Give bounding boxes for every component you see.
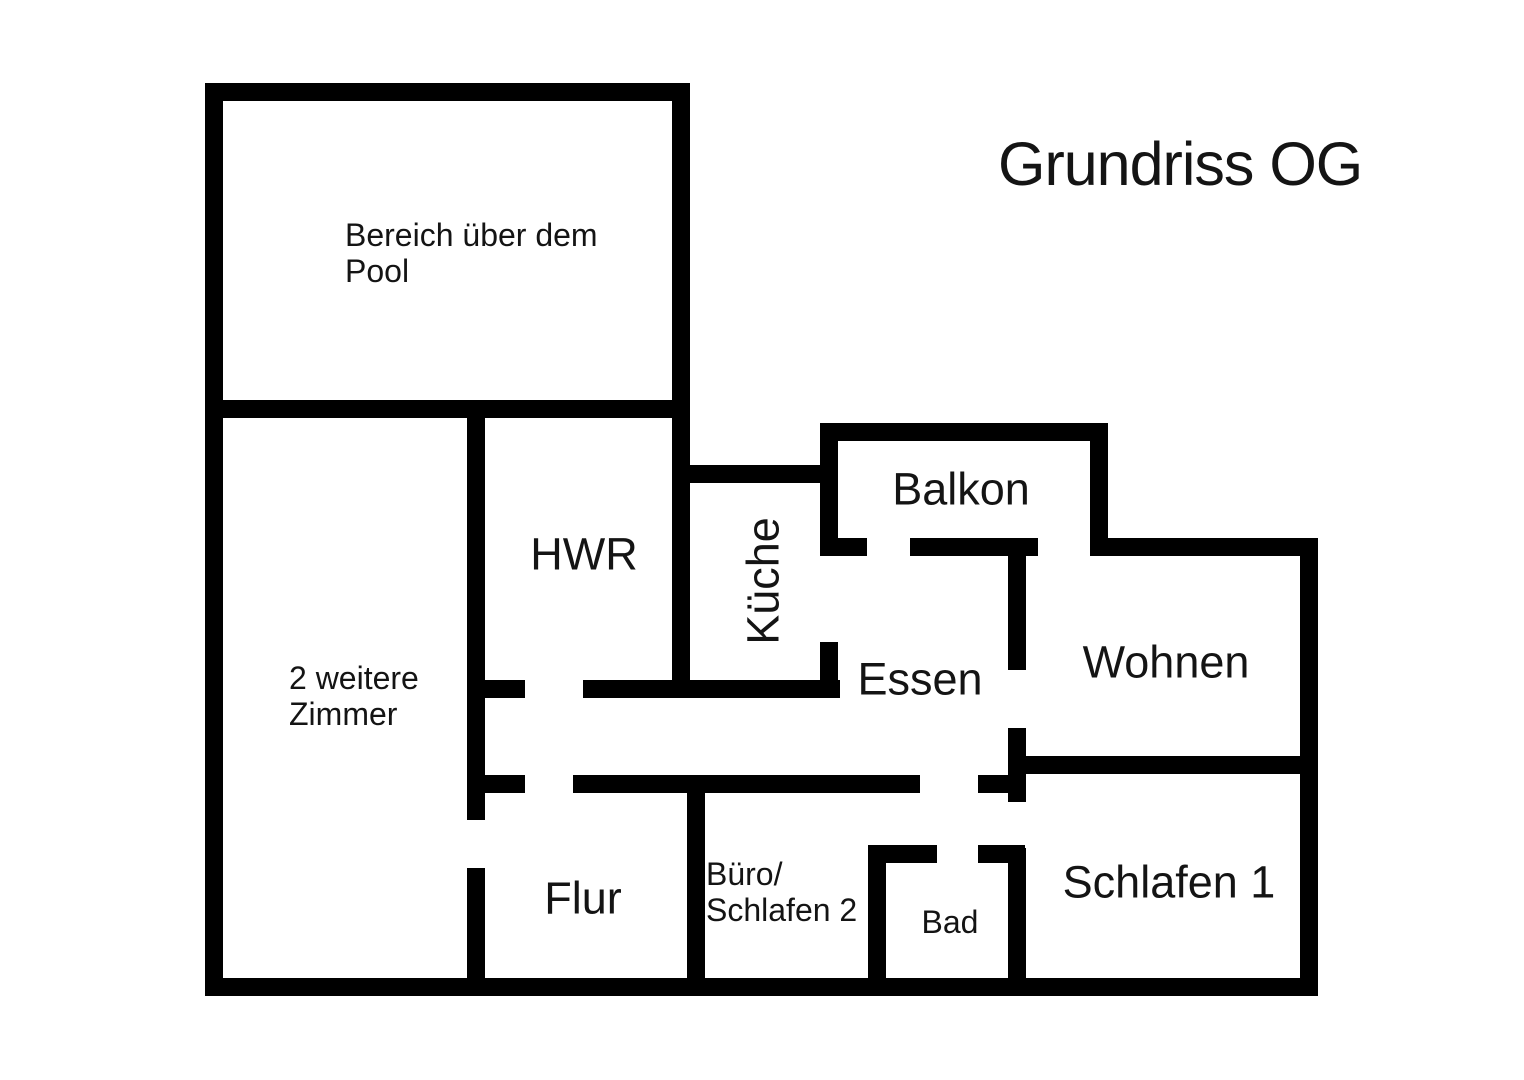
corridor-upper-wall [583, 680, 840, 698]
balkon-bottom-wall-mid [910, 538, 1038, 556]
essen-wohnen-wall-mid [1008, 728, 1026, 802]
room-label-balkon: Balkon [892, 463, 1030, 515]
corridor-lower-wall [573, 775, 920, 793]
room-label-essen: Essen [857, 653, 983, 705]
room-label-weitere-zimmer: 2 weitere Zimmer [289, 660, 419, 733]
pool-hwr-right-wall [672, 83, 690, 698]
kueche-top-outer-wall [672, 465, 838, 483]
left-outer-wall [205, 83, 223, 996]
essen-wohnen-wall-upper [1008, 538, 1026, 670]
corridor-lower-wall-stub [483, 775, 525, 793]
room-label-wohnen: Wohnen [1082, 636, 1250, 688]
corridor-upper-wall-stub [483, 680, 525, 698]
room-label-flur: Flur [544, 872, 622, 924]
room-label-pool-area: Bereich über dem Pool [345, 217, 598, 290]
room-label-bad: Bad [921, 904, 979, 940]
room-label-kueche: Küche [737, 517, 789, 645]
right-outer-wall [1300, 538, 1318, 996]
room-label-schlafen1: Schlafen 1 [1062, 856, 1276, 908]
room-label-buero-schlafen2: Büro/ Schlafen 2 [706, 856, 858, 929]
zimmer-right-wall-upper [467, 400, 485, 820]
kueche-right-wall-stub [820, 642, 838, 698]
room-label-hwr: HWR [530, 528, 638, 580]
wohnen-top-outer-wall [1090, 538, 1318, 556]
zimmer-right-wall-lower [467, 868, 485, 996]
pool-top-outer-wall [205, 83, 690, 101]
balkon-top-wall [820, 423, 1107, 441]
kueche-right-wall [820, 423, 838, 556]
bad-left-wall [868, 845, 886, 996]
pool-bottom-wall [205, 400, 690, 418]
balkon-right-wall [1090, 423, 1108, 556]
bad-right-wall [1008, 848, 1026, 996]
bottom-outer-wall [205, 978, 1318, 996]
page-title: Grundriss OG [998, 130, 1363, 198]
wohnen-bottom-wall [1008, 756, 1318, 774]
flur-buero-wall [687, 775, 705, 996]
